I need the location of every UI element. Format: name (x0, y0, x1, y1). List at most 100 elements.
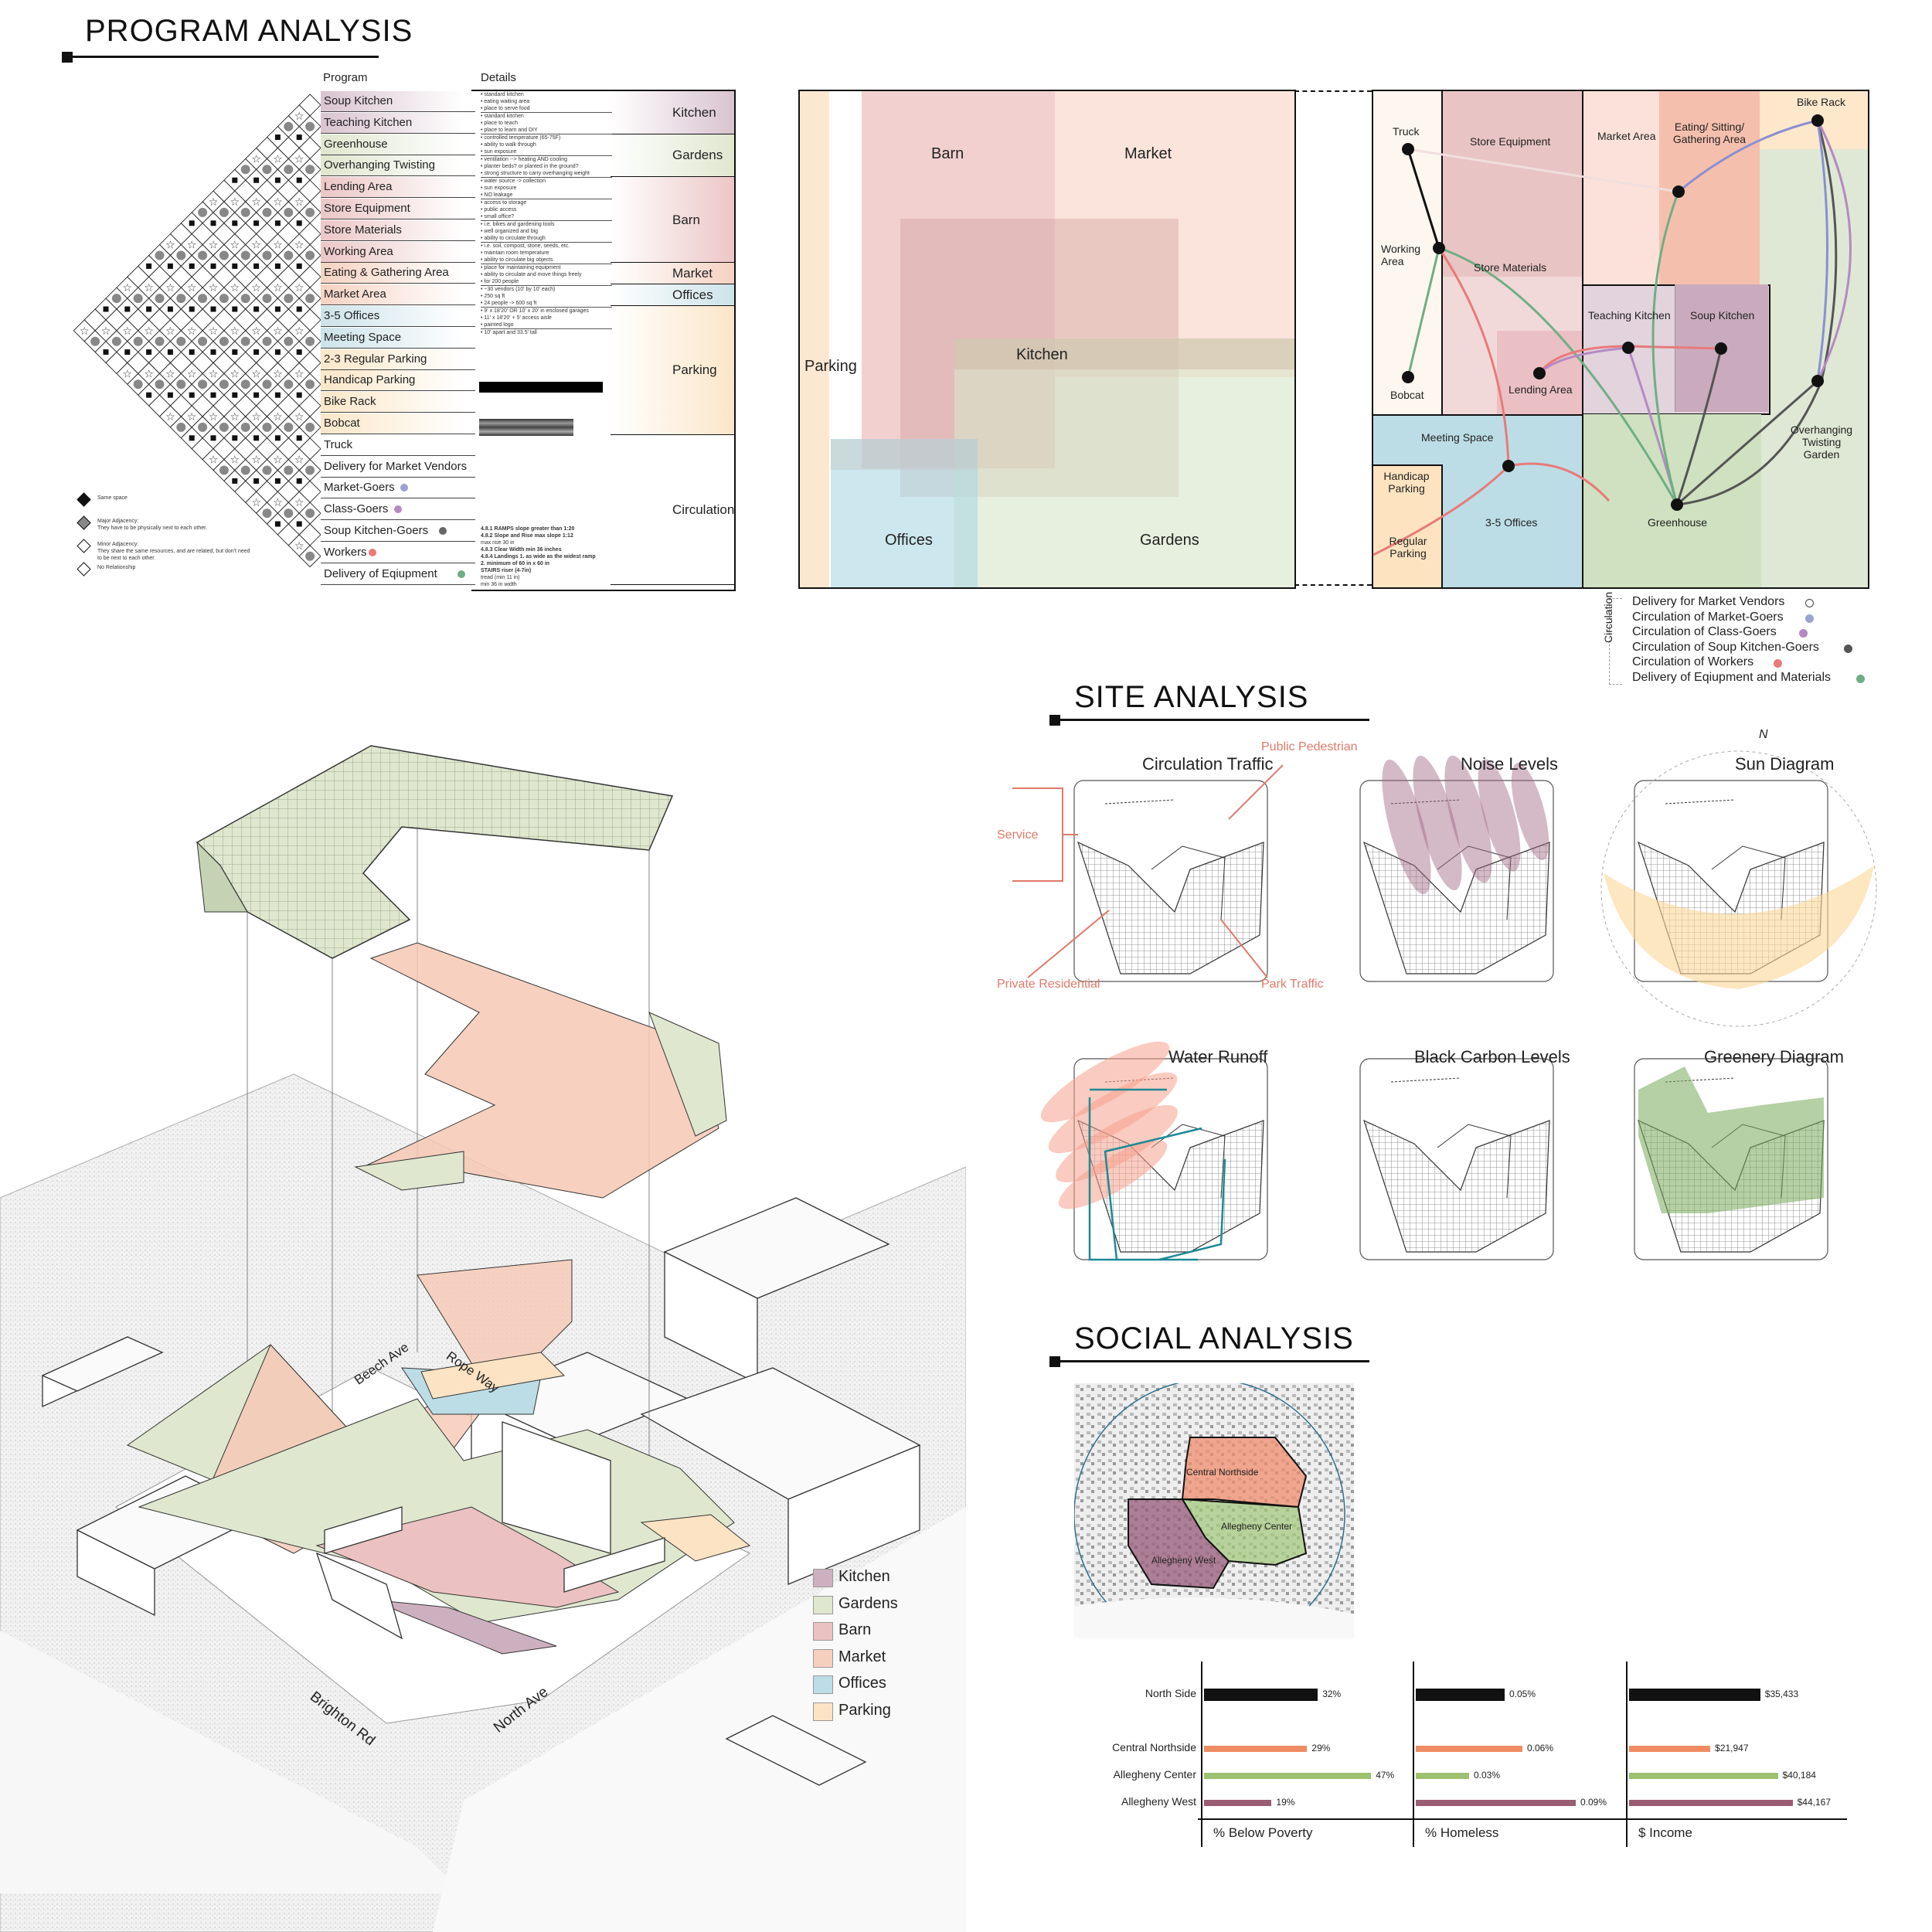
detail-line: • 9' x 18'20' OR 10' x 20' in enclosed g… (481, 308, 589, 314)
detail-line: • small office? (481, 213, 612, 221)
svg-text:☆: ☆ (294, 497, 304, 509)
program-item-color-dot (394, 505, 403, 514)
svg-text:☆: ☆ (251, 454, 261, 467)
bubble-label-market: Market (1124, 145, 1172, 162)
category-band (611, 284, 734, 306)
svg-text:☆: ☆ (273, 282, 283, 294)
north-indicator: N (1759, 728, 1768, 741)
circulation-detail-line: 4.8.2 Slope and Rise max slope 1:12 (481, 533, 573, 539)
svg-text:☆: ☆ (273, 454, 283, 467)
category-label: Offices (672, 287, 713, 303)
plan-greenhouse: Greenhouse (1648, 516, 1708, 529)
program-item: Eating & Gathering Area (321, 263, 471, 284)
svg-text:☆: ☆ (123, 368, 133, 380)
svg-text:☆: ☆ (165, 368, 175, 380)
svg-text:☆: ☆ (294, 454, 304, 467)
svg-text:☆: ☆ (209, 240, 219, 252)
circulation-legend-label: Circulation of Class-Goers (1632, 625, 1777, 638)
program-item-rule (321, 454, 475, 456)
site-title-rule (1053, 719, 1369, 721)
detail-line: • 250 sq ft (481, 294, 505, 299)
detail-line: • ~30 vendors (10' by 10' each) (481, 287, 556, 292)
bar (1416, 1800, 1576, 1806)
detail-line: • ventilation --> heating AND cooling (481, 157, 567, 162)
site-diagram-title: Sun Diagram (1735, 754, 1835, 774)
program-item-rule (321, 519, 475, 521)
bar-value-label: 47% (1376, 1770, 1395, 1781)
program-item: Greenhouse (321, 134, 471, 155)
legend-label: Barn (838, 1621, 872, 1638)
svg-text:☆: ☆ (251, 497, 261, 509)
svg-text:☆: ☆ (294, 196, 304, 209)
detail-line: • strong structure to carry overhanging … (481, 170, 612, 178)
key-label: No Relationship (97, 565, 136, 570)
connector-top (1294, 90, 1372, 92)
svg-text:☆: ☆ (209, 282, 219, 294)
bar-value-label: 19% (1276, 1797, 1295, 1808)
legend-swatch (813, 1648, 833, 1668)
plan-meeting-space: Meeting Space (1421, 431, 1494, 444)
axonometric-drawing (0, 745, 966, 1932)
circ-legend-bracket (1609, 598, 1622, 685)
svg-text:☆: ☆ (165, 282, 175, 294)
detail-line: • ability to circulate big objects (481, 257, 612, 264)
site-title-marker (1049, 715, 1060, 726)
program-item-rule (321, 240, 475, 241)
program-item-color-dot (369, 548, 377, 556)
svg-text:☆: ☆ (209, 368, 219, 380)
program-item: 2-3 Regular Parking (321, 349, 471, 369)
svg-text:☆: ☆ (273, 196, 283, 209)
category-band (611, 306, 734, 435)
svg-text:☆: ☆ (251, 411, 261, 423)
program-item-rule (321, 390, 475, 392)
detail-line: • planter beds? or planted in the ground… (481, 164, 579, 169)
site-analysis-title: SITE ANALYSIS (1074, 680, 1309, 714)
legend-label: Kitchen (838, 1568, 890, 1585)
site-diagram-title: Greenery Diagram (1704, 1047, 1844, 1066)
svg-text:☆: ☆ (251, 196, 261, 209)
detail-line: • i.e. soil, compost, stone, seeds, etc. (481, 243, 570, 249)
category-band (611, 177, 734, 264)
circulation-detail-line: STAIRS riser (4-7in) (481, 568, 532, 573)
detail-line: • place for maintaining equipment (481, 265, 561, 270)
legend-swatch (813, 1622, 833, 1641)
category-label: Gardens (672, 148, 723, 163)
circulation-legend-dot (1774, 659, 1783, 668)
water-runoff-arrows (1088, 1088, 1226, 1261)
site-diagram-title: Water Runoff (1168, 1047, 1268, 1066)
bubble-label-offices: Offices (885, 532, 933, 549)
svg-text:☆: ☆ (144, 325, 154, 338)
plan-truck: Truck (1393, 125, 1420, 138)
connector-bottom (1294, 584, 1372, 586)
detail-line: • standard kitchen (481, 92, 524, 97)
label-park-traffic: Park Traffic (1261, 978, 1324, 991)
key-label: Major Adjacency: (97, 519, 139, 524)
detail-line: • controlled temperature (65-75F) (481, 135, 561, 141)
program-item: 3-5 Offices (321, 306, 471, 326)
bubble-label-barn: Barn (931, 145, 964, 162)
bar (1204, 1746, 1308, 1752)
svg-text:☆: ☆ (251, 325, 261, 338)
bar-value-label: 0.06% (1527, 1743, 1554, 1753)
svg-text:☆: ☆ (273, 240, 283, 252)
detail-line: • standard kitchen (481, 114, 524, 119)
program-item: Delivery of Eqiupment (321, 563, 471, 584)
svg-text:☆: ☆ (187, 282, 197, 294)
key-label: Same space (97, 495, 128, 501)
svg-text:☆: ☆ (230, 368, 240, 380)
legend-label: Market (838, 1648, 886, 1665)
bar (1629, 1746, 1711, 1752)
plan-bike-rack: Bike Rack (1797, 96, 1846, 108)
plan-overhanging-garden: Overhanging Twisting Garden (1790, 423, 1853, 461)
program-title-rule (63, 56, 379, 58)
chart-group-axis (1413, 1662, 1414, 1847)
program-item-rule (321, 541, 475, 542)
detail-line: • sun exposure (481, 185, 517, 191)
detail-line: • place to serve food (481, 105, 612, 113)
detail-line: • sun exposure (481, 148, 612, 156)
svg-text:☆: ☆ (230, 240, 240, 252)
bubble-label-kitchen: Kitchen (1016, 346, 1068, 363)
detail-line: • for 200 people (481, 278, 612, 286)
legend-label: Offices (838, 1675, 886, 1692)
bar-value-label: 0.09% (1580, 1797, 1607, 1808)
